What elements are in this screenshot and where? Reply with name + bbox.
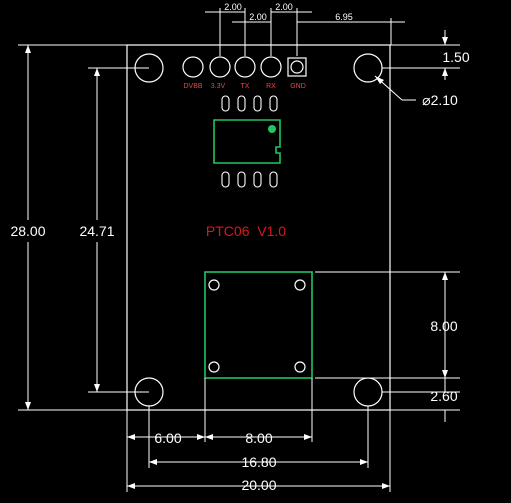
chip-pin1-marker	[268, 125, 276, 133]
sensor-pad-bottom-left	[208, 361, 220, 373]
sensor-pad-bottom-right	[294, 361, 306, 373]
dim-bottom-offset: 2.60	[430, 388, 457, 404]
sensor-package	[204, 271, 313, 379]
chip-pad-bottom-4	[269, 171, 278, 188]
dim-arrowheads	[25, 37, 448, 489]
pin-pad-tx	[234, 56, 256, 78]
chip-pad-top-3	[253, 95, 262, 112]
chip-pad-bottom-1	[221, 171, 230, 188]
dim-top-offset: 1.50	[442, 49, 469, 65]
dim-pitch-2: 2.00	[249, 12, 267, 22]
dim-bottom-lines	[126, 378, 391, 492]
dim-height-total: 28.00	[10, 223, 45, 239]
chip-pad-top-2	[237, 95, 246, 112]
pin-pad-rx	[260, 56, 282, 78]
board-title: PTC06 V1.0	[206, 223, 286, 239]
dim-sensor-size: 8.00	[430, 318, 457, 334]
chip-pad-bottom-3	[253, 171, 262, 188]
dim-sensor-left: 6.00	[154, 430, 181, 446]
chip-pad-bottom-2	[237, 171, 246, 188]
pin-label-rx: RX	[266, 83, 276, 90]
sensor-pad-top-right	[294, 279, 306, 291]
mounting-hole-bottom-right	[353, 377, 383, 407]
dim-pitch-1: 2.00	[224, 2, 242, 12]
dim-top-pitches	[205, 8, 405, 56]
dim-left-lines	[18, 44, 149, 411]
pin-label-tx: TX	[241, 83, 250, 90]
dim-pitch-3: 2.00	[275, 2, 293, 12]
sensor-pad-top-left	[208, 279, 220, 291]
dim-right-lines	[315, 30, 460, 422]
dim-pin-to-edge: 6.95	[335, 12, 353, 22]
chip-body	[213, 119, 281, 164]
chip-pad-top-4	[269, 95, 278, 112]
dim-hole-spacing: 16.80	[241, 454, 276, 470]
pin-label-dvbb: DVBB	[183, 83, 202, 90]
pin-pad-dvbb	[182, 56, 204, 78]
chip-pad-top-1	[221, 95, 230, 112]
pin-pad-gnd	[287, 57, 307, 77]
pcb-outline	[126, 44, 391, 411]
pin-label-gnd: GND	[290, 83, 306, 90]
pin-pad-gnd-inner	[290, 60, 304, 74]
dim-sensor-width: 8.00	[245, 430, 272, 446]
dim-width-total: 20.00	[241, 477, 276, 493]
pin-pad-3v3	[209, 56, 231, 78]
dim-height-holes: 24.71	[79, 223, 114, 239]
dim-hole-diameter: ⌀2.10	[422, 92, 458, 108]
pin-label-3v3: 3.3V	[211, 83, 226, 90]
